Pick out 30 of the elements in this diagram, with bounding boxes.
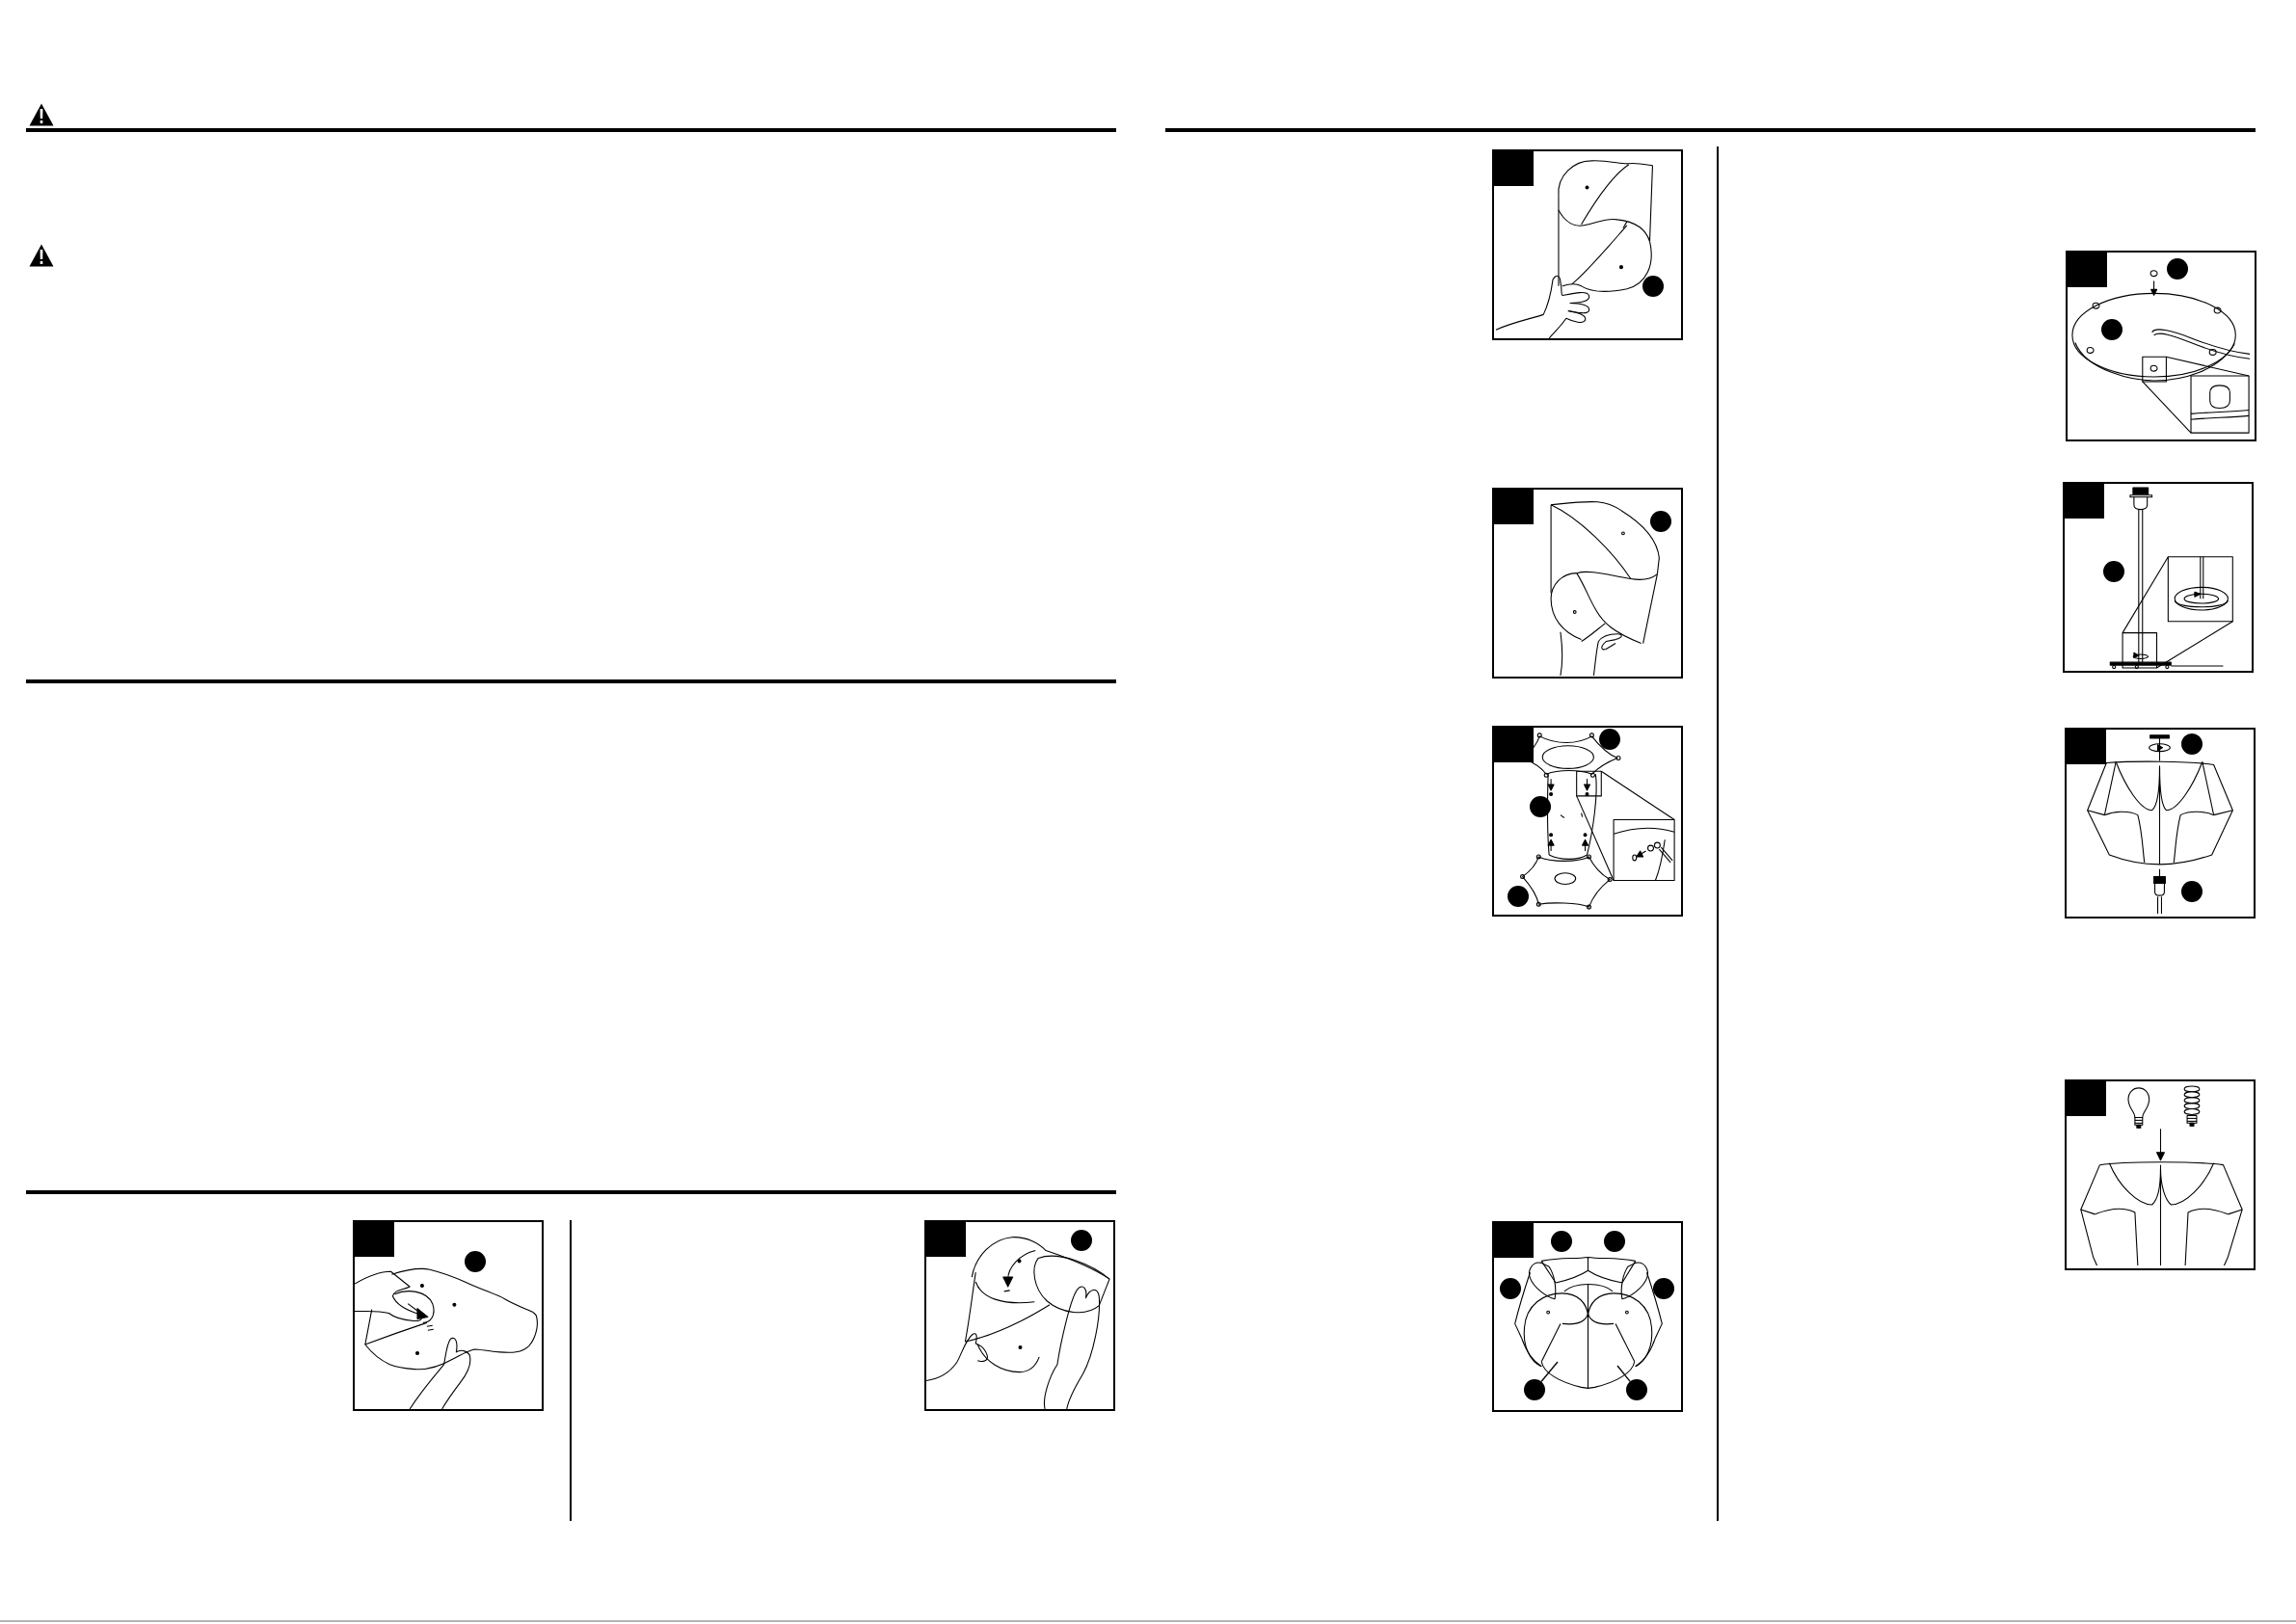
leader-line xyxy=(1616,1365,1631,1383)
step-tab xyxy=(1494,151,1534,186)
step-tab xyxy=(2065,484,2104,519)
callout-marker xyxy=(1604,1231,1625,1252)
step-tab xyxy=(2067,1081,2106,1116)
callout-marker xyxy=(1500,1278,1521,1299)
step-tab xyxy=(2068,253,2107,287)
step-tab xyxy=(355,1222,394,1257)
callout-marker xyxy=(1626,1379,1647,1400)
callout-marker xyxy=(1650,511,1671,532)
step-tab xyxy=(1494,490,1534,524)
callout-marker xyxy=(465,1251,486,1272)
callout-marker xyxy=(1599,729,1620,750)
callout-marker xyxy=(2181,881,2203,902)
step-tab xyxy=(1494,728,1534,762)
callout-marker xyxy=(1653,1278,1674,1299)
callout-marker xyxy=(2101,319,2122,340)
step-tab xyxy=(2067,730,2106,764)
callout-marker xyxy=(1530,796,1551,817)
leader-line xyxy=(1540,1361,1559,1383)
callout-marker xyxy=(2103,561,2124,582)
callout-marker xyxy=(2181,733,2203,755)
callout-marker xyxy=(1551,1231,1572,1252)
callout-marker xyxy=(1508,886,1529,907)
step-tab xyxy=(1494,1223,1534,1258)
callout-marker xyxy=(1071,1230,1092,1251)
callout-marker xyxy=(1642,276,1664,297)
callout-marker xyxy=(2167,258,2188,280)
callout-marker xyxy=(1524,1379,1545,1400)
step-tab xyxy=(926,1222,966,1257)
